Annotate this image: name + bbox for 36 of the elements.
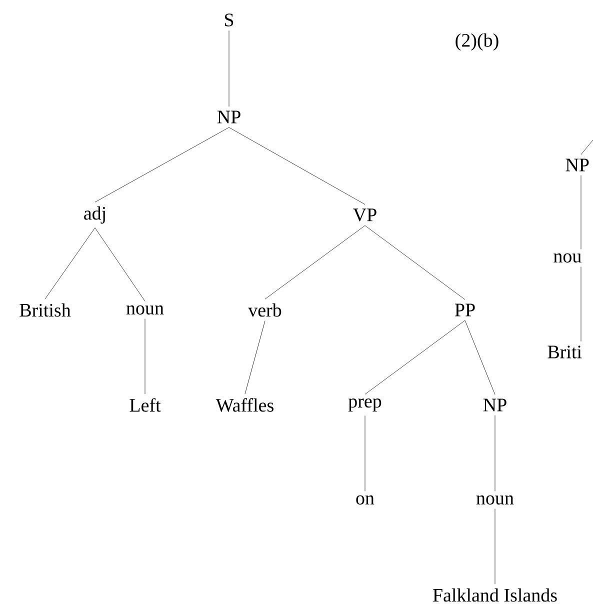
tree-branch (364, 225, 466, 300)
tree-node-label: NP (566, 158, 589, 172)
tree-node-label: adj (84, 206, 105, 224)
tree-node-label: NP (483, 398, 506, 412)
tree-node-label: noun (126, 305, 164, 315)
tree-branch (364, 320, 466, 394)
tree-node-label: prep (348, 398, 382, 412)
tree-branch (244, 320, 266, 394)
tree-branch (580, 175, 582, 250)
tree-node-label: verb (248, 303, 282, 317)
tree-node-label: Briti (548, 346, 582, 358)
tree-branch (228, 127, 366, 205)
tree-node-label: Falkland Islands (433, 588, 557, 602)
tree-branch (494, 415, 496, 492)
tree-branch (580, 266, 582, 342)
tree-node-label: VP (353, 208, 376, 222)
tree-branch (464, 320, 496, 395)
tree-branch (494, 508, 496, 584)
tree-node-label: British (20, 303, 71, 317)
tree-branch (264, 225, 366, 300)
tree-node-label: S (224, 14, 234, 26)
tree-branch (94, 127, 230, 202)
tree-node-label: on (356, 495, 374, 505)
tree-node-label: nou (554, 253, 582, 263)
tree-node-label: PP (454, 304, 475, 316)
tree-branch (228, 30, 230, 107)
tree-branch (44, 228, 96, 300)
tree-node-label: Left (130, 398, 161, 412)
tree-node-label: Waffles (216, 398, 274, 412)
tree-branch (94, 228, 146, 302)
tree-node-label: noun (476, 495, 514, 505)
tree-branch (144, 318, 146, 394)
example-number: (2)(b) (456, 33, 498, 51)
tree-node-label: NP (217, 110, 240, 124)
tree-branch (364, 416, 366, 492)
tree-branch (580, 140, 593, 155)
